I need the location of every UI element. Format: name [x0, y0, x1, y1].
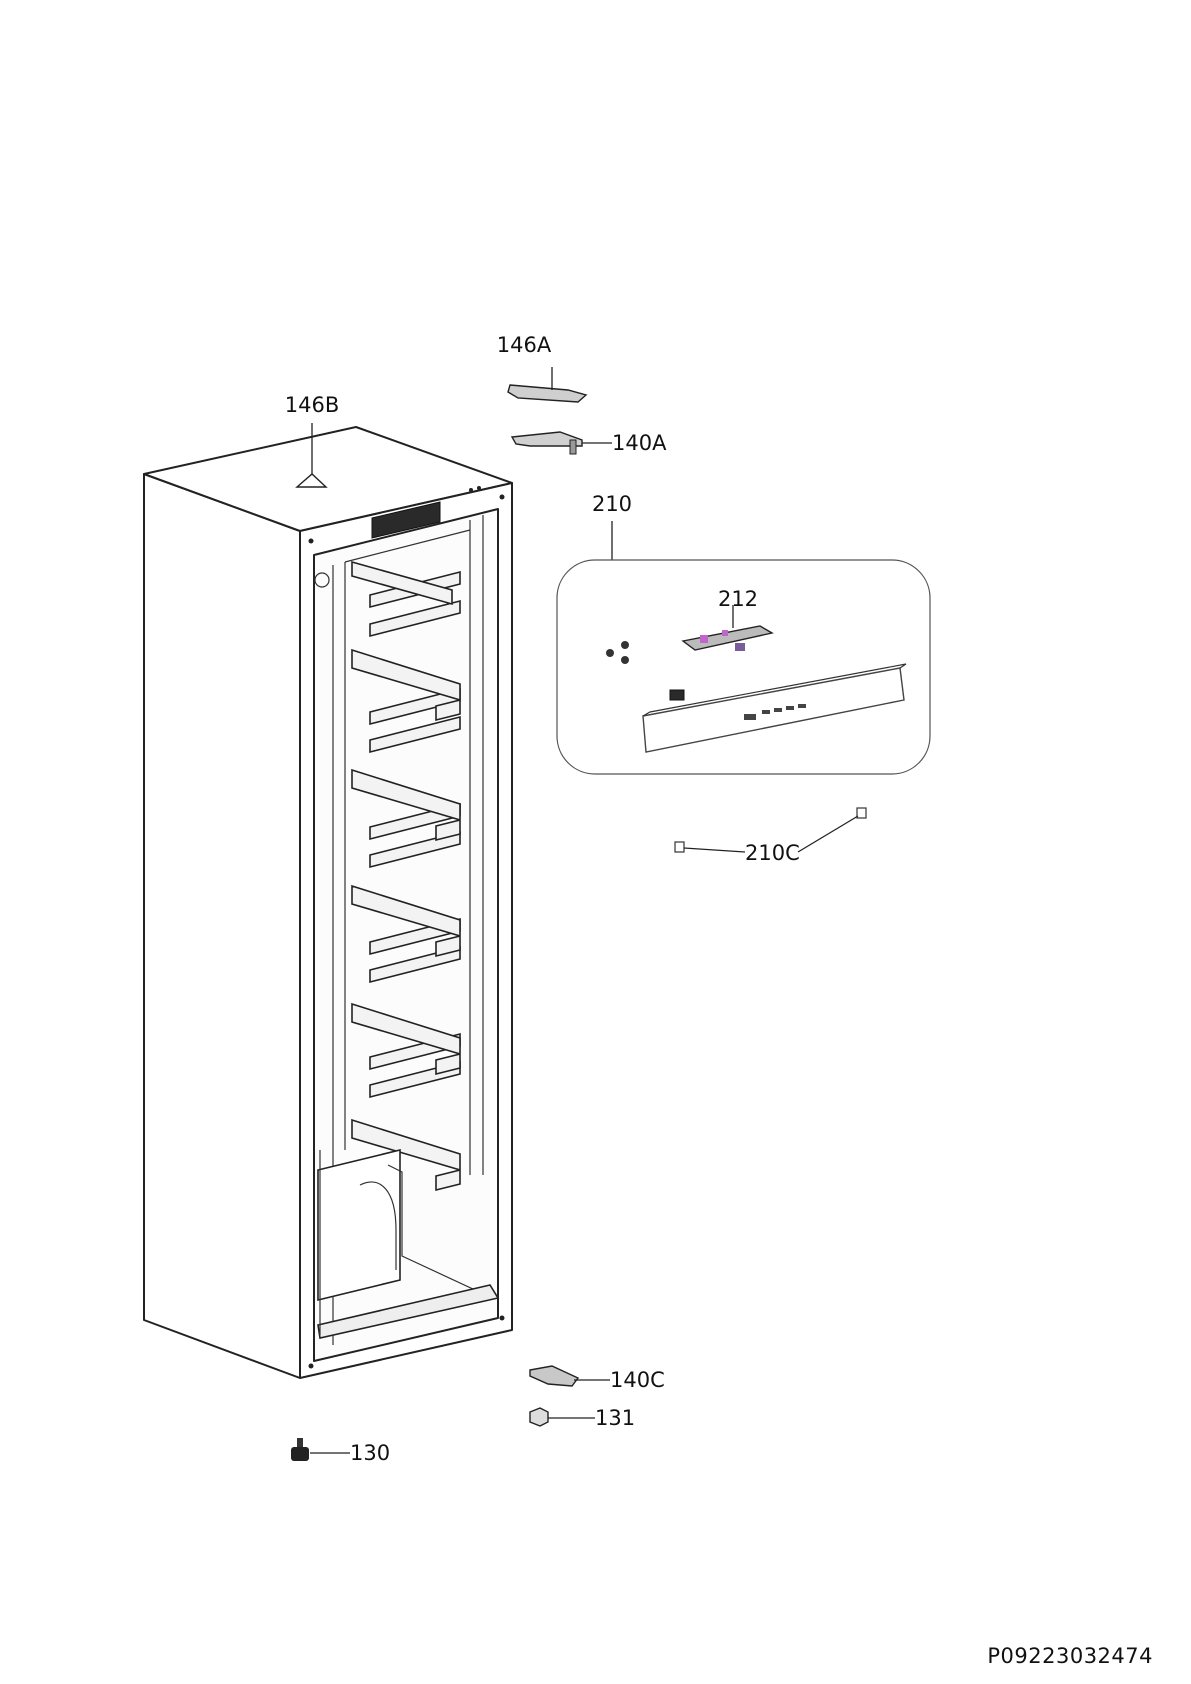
- fridge-cabinet: [143, 426, 513, 1379]
- bottom-hinge-140C: 140C: [529, 1365, 665, 1392]
- nut-131: 131: [529, 1406, 635, 1430]
- adjustable-foot-130: 130: [291, 1438, 390, 1465]
- label-131: 131: [595, 1406, 635, 1430]
- control-strip: [642, 663, 907, 753]
- label-130: 130: [350, 1441, 390, 1465]
- label-212: 212: [718, 587, 758, 611]
- control-board-212: 212: [681, 587, 774, 651]
- label-140C: 140C: [610, 1368, 665, 1392]
- top-vent-slot: [371, 501, 441, 539]
- label-146A: 146A: [497, 333, 552, 357]
- hinge-cover-146A: 146A: [497, 333, 588, 403]
- bottom-tray: [317, 1148, 500, 1339]
- shelf-supports: [351, 560, 461, 1192]
- top-hinge-cover-146B: [295, 473, 328, 488]
- label-210: 210: [592, 492, 632, 516]
- document-code: P09223032474: [987, 1644, 1153, 1668]
- top-hinge-140A: 140A: [510, 431, 667, 455]
- control-panel-group-210: 210 212: [556, 492, 931, 775]
- label-140A: 140A: [612, 431, 667, 455]
- label-210C: 210C: [745, 841, 800, 865]
- label-146B: 146B: [285, 393, 340, 417]
- clips-210C: 210C: [674, 807, 867, 865]
- callout-146B: 146B: [285, 393, 340, 474]
- cabinet-left-side: [143, 473, 301, 1379]
